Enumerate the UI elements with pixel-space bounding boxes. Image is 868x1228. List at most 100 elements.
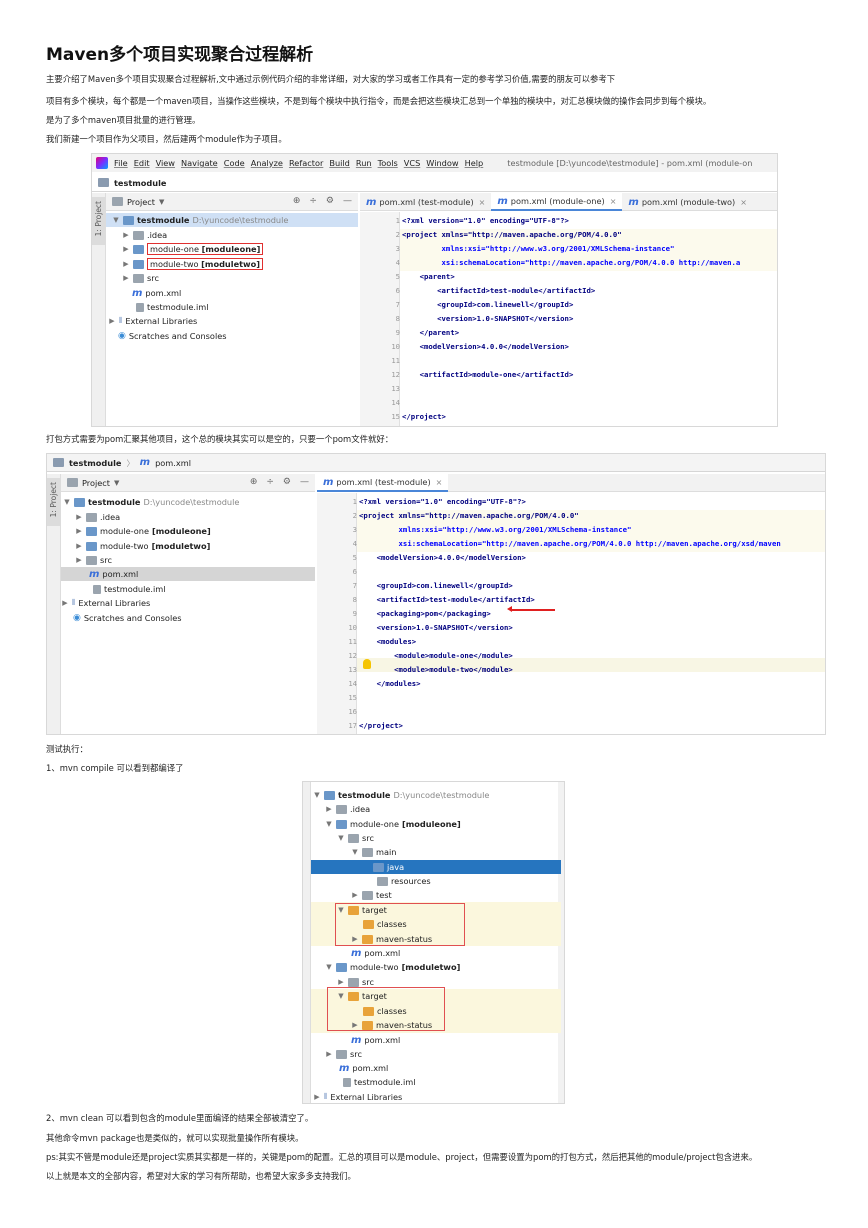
chevron-right-icon[interactable]: ▶ [76,556,82,564]
tree-item-root[interactable]: ▼ testmodule D:\yuncode\testmodule [64,497,240,507]
chevron-right-icon[interactable]: ▶ [326,805,332,813]
tree-item-pom[interactable]: m pom.xml [132,287,182,299]
collapse-icon[interactable]: ÷ [266,477,274,487]
chevron-right-icon[interactable]: ▶ [123,274,129,282]
tree-item-java[interactable]: java [373,860,404,874]
project-tool-tab[interactable]: 1: Project [94,201,103,237]
chevron-right-icon[interactable]: ▶ [123,231,129,239]
menu-run[interactable]: Run [355,158,372,168]
chevron-down-icon[interactable]: ▼ [338,834,344,842]
tree-item-scratches[interactable]: ◉ Scratches and Consoles [73,613,182,623]
tree-item-scratches[interactable]: ◉ Scratches and Consoles [118,331,227,341]
chevron-down-icon[interactable]: ▼ [314,791,320,799]
menu-tools[interactable]: Tools [377,158,398,168]
menu-navigate[interactable]: Navigate [181,158,218,168]
breadcrumb-file[interactable]: pom.xml [155,457,191,468]
chevron-right-icon[interactable]: ▶ [314,1093,320,1101]
chevron-right-icon[interactable]: ▶ [76,542,82,550]
gear-icon[interactable]: ⚙ [282,477,291,487]
chevron-down-icon[interactable]: ▼ [114,478,120,487]
tree-item-external-libraries[interactable]: ▶ ⫴ External Libraries [109,316,198,326]
menu-window[interactable]: Window [426,158,459,168]
menu-view[interactable]: View [155,158,175,168]
locate-icon[interactable]: ⊕ [292,196,301,206]
gear-icon[interactable]: ⚙ [325,196,334,206]
chevron-right-icon[interactable]: ▶ [352,891,358,899]
chevron-down-icon[interactable]: ▼ [338,906,344,914]
close-icon[interactable]: × [478,197,486,207]
tree-item-main[interactable]: ▼ main [352,847,397,857]
tree-item-src-3[interactable]: ▶ src [326,1049,362,1059]
tree-item-module-two[interactable]: ▶ module-two [moduletwo] [122,257,263,271]
tree-item-target[interactable]: ▼ target [338,905,387,915]
menu-help[interactable]: Help [464,158,484,168]
tree-item-maven-status-2[interactable]: ▶ maven-status [352,1020,433,1030]
chevron-right-icon[interactable]: ▶ [352,1021,358,1029]
project-view-dropdown[interactable]: Project [82,477,111,488]
tree-item-src[interactable]: ▶ src [76,555,112,565]
close-icon[interactable]: × [435,477,443,487]
tree-item-idea[interactable]: ▶ .idea [76,512,121,522]
tree-item-pom[interactable]: m pom.xml [351,947,401,959]
tree-item-iml[interactable]: testmodule.iml [93,582,166,596]
breadcrumb-root[interactable]: testmodule [69,457,122,468]
tree-item-idea[interactable]: ▶ .idea [123,230,168,240]
tree-item-root[interactable]: ▼ testmodule D:\yuncode\testmodule [314,790,490,800]
chevron-right-icon[interactable]: ▶ [76,527,82,535]
breadcrumb-root[interactable]: testmodule [114,177,167,188]
tree-item-maven-status[interactable]: ▶ maven-status [352,934,433,944]
chevron-right-icon[interactable]: ▶ [123,245,129,253]
chevron-right-icon[interactable]: ▶ [352,935,358,943]
menu-analyze[interactable]: Analyze [250,158,283,168]
menu-edit[interactable]: Edit [133,158,150,168]
chevron-right-icon[interactable]: ▶ [76,513,82,521]
menu-refactor[interactable]: Refactor [288,158,324,168]
chevron-right-icon[interactable]: ▶ [326,1050,332,1058]
chevron-right-icon[interactable]: ▶ [109,317,115,325]
tree-item-test[interactable]: ▶ test [352,890,392,900]
scrollbar[interactable] [558,782,564,1103]
chevron-right-icon[interactable]: ▶ [338,978,344,986]
chevron-down-icon[interactable]: ▼ [326,820,332,828]
chevron-down-icon[interactable]: ▼ [352,848,358,856]
close-icon[interactable]: × [740,197,747,207]
tree-item-module-two[interactable]: ▼ module-two [moduletwo] [326,962,461,972]
chevron-down-icon[interactable]: ▼ [326,963,332,971]
chevron-down-icon[interactable]: ▼ [64,498,70,506]
hide-icon[interactable]: — [343,196,352,206]
tree-item-classes-2[interactable]: classes [363,1004,407,1018]
tree-item-root[interactable]: ▼ testmodule D:\yuncode\testmodule [113,215,289,225]
chevron-right-icon[interactable]: ▶ [62,599,68,607]
chevron-down-icon[interactable]: ▼ [113,216,119,224]
menu-code[interactable]: Code [223,158,245,168]
tree-item-resources[interactable]: resources [377,874,431,888]
intention-bulb-icon[interactable] [363,659,371,669]
collapse-icon[interactable]: ÷ [309,196,317,206]
project-tool-tab[interactable]: 1: Project [49,482,58,518]
tree-item-src[interactable]: ▼ src [338,833,374,843]
tree-item-module-one[interactable]: ▶ module-one [moduleone] [76,526,211,536]
tree-item-external-libraries[interactable]: ▶ ⫴ External Libraries [314,1092,403,1102]
tree-item-module-one[interactable]: ▶ module-one [moduleone] [122,242,264,256]
chevron-right-icon[interactable]: ▶ [123,260,129,268]
hide-icon[interactable]: — [300,477,309,487]
tree-item-pom-2[interactable]: m pom.xml [351,1034,401,1046]
close-icon[interactable]: × [609,196,617,206]
tree-item-pom[interactable]: m pom.xml [89,568,139,580]
chevron-down-icon[interactable]: ▼ [338,992,344,1000]
project-view-dropdown[interactable]: Project [127,196,156,207]
tree-item-src-2[interactable]: ▶ src [338,977,374,987]
tree-item-module-one[interactable]: ▼ module-one [moduleone] [326,819,461,829]
chevron-down-icon[interactable]: ▼ [159,197,165,206]
tree-item-module-two[interactable]: ▶ module-two [moduletwo] [76,541,211,551]
tree-item-target-2[interactable]: ▼ target [338,991,387,1001]
tree-item-classes[interactable]: classes [363,917,407,931]
menu-file[interactable]: File [114,158,128,168]
tree-item-external-libraries[interactable]: ▶ ⫴ External Libraries [62,598,151,608]
menu-build[interactable]: Build [329,158,350,168]
locate-icon[interactable]: ⊕ [249,477,258,487]
